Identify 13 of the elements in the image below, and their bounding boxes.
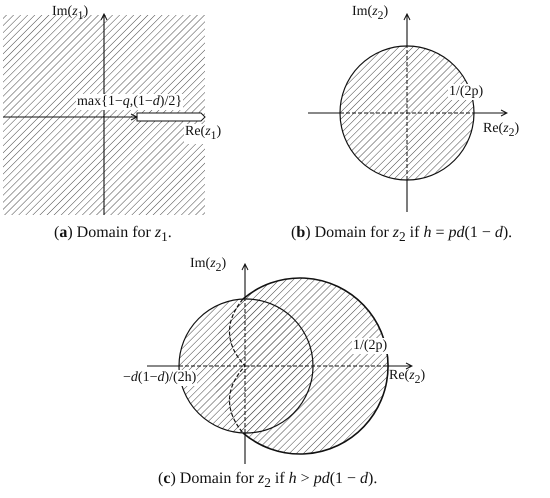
point-label: 1/(2p) bbox=[352, 338, 388, 354]
axis-label: Im(z$_{2}$) bbox=[352, 4, 388, 24]
point-label: −d(1−d)/(2h) bbox=[122, 370, 198, 386]
axis-label: Re(z$_{2}$) bbox=[389, 368, 426, 388]
figure-caption: (a) Domain for z$_{1}$. bbox=[54, 224, 172, 246]
point-label: 1/(2p) bbox=[448, 84, 484, 100]
axis-label: Im(z$_{1}$) bbox=[52, 4, 88, 24]
point-label: max{1−q,(1−d)/2} bbox=[76, 94, 184, 110]
figure-caption: (c) Domain for z$_{2}$ if h > pd(1 − d). bbox=[158, 470, 378, 492]
axis-label: Re(z$_{2}$) bbox=[483, 121, 520, 141]
axis-label: Re(z$_{1}$) bbox=[184, 124, 222, 144]
figure-caption: (b) Domain for z$_{2}$ if h = pd(1 − d). bbox=[291, 224, 512, 246]
axis-label: Im(z$_{2}$) bbox=[190, 256, 226, 276]
